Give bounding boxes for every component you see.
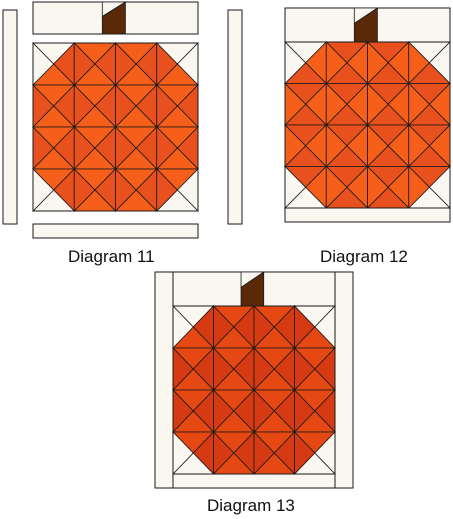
pumpkin-triangle (115, 42, 137, 86)
pumpkin-triangle (294, 431, 316, 475)
pumpkin-triangle (73, 42, 96, 86)
pumpkin-triangle (325, 124, 348, 168)
right-border-strip (334, 271, 354, 489)
diagram-11-caption: Diagram 11 (68, 247, 155, 266)
pumpkin-triangle (213, 305, 235, 349)
pumpkin-triangle (156, 168, 178, 212)
diagram-12-caption: Diagram 12 (320, 247, 408, 266)
pumpkin-triangle (115, 168, 137, 212)
diagram-13-caption: Diagram 13 (207, 496, 295, 515)
pumpkin-triangle (294, 347, 316, 391)
pumpkin-triangle (408, 41, 430, 85)
pumpkin-triangle (408, 165, 430, 209)
pumpkin-triangle (115, 84, 137, 128)
pumpkin-triangle (253, 305, 275, 349)
pumpkin-triangle (213, 347, 235, 391)
bottom-border-strip (172, 473, 336, 489)
pumpkin-triangle (156, 126, 178, 170)
left-border-strip (154, 271, 174, 489)
pumpkin-body-outline (32, 42, 199, 212)
stem-corner (353, 7, 379, 25)
pumpkin-triangle (73, 126, 96, 170)
pumpkin-triangle (325, 41, 348, 85)
pumpkin-triangle (73, 168, 96, 212)
pumpkin-triangle (73, 84, 96, 128)
right-border-strip (227, 9, 243, 225)
pumpkin-triangle (156, 42, 178, 86)
pumpkin-triangle (325, 165, 348, 209)
pumpkin-triangle (156, 84, 178, 128)
bottom-border-strip (284, 207, 451, 223)
pumpkin-triangle (213, 431, 235, 475)
pumpkin-triangle (253, 389, 275, 433)
pumpkin-triangle (367, 41, 389, 85)
bottom-border-strip (32, 223, 199, 239)
stem-corner (101, 1, 127, 18)
pumpkin-triangle (213, 389, 235, 433)
pumpkin-triangle (253, 431, 275, 475)
pumpkin-triangle (325, 82, 348, 126)
pumpkin-triangle (294, 305, 316, 349)
pumpkin-triangle (294, 389, 316, 433)
pumpkin-triangle (367, 82, 389, 126)
pumpkin-triangle (115, 126, 137, 170)
pumpkin-triangle (367, 165, 389, 209)
diagram-12-illustration (284, 7, 451, 223)
pumpkin-triangle (408, 124, 430, 168)
diagram-11-illustration (2, 1, 243, 239)
stem-corner (240, 271, 266, 289)
diagram-13-illustration (154, 271, 354, 489)
pumpkin-triangle (253, 347, 275, 391)
pumpkin-triangle (408, 82, 430, 126)
pumpkin-triangle (367, 124, 389, 168)
left-border-strip (2, 9, 18, 225)
